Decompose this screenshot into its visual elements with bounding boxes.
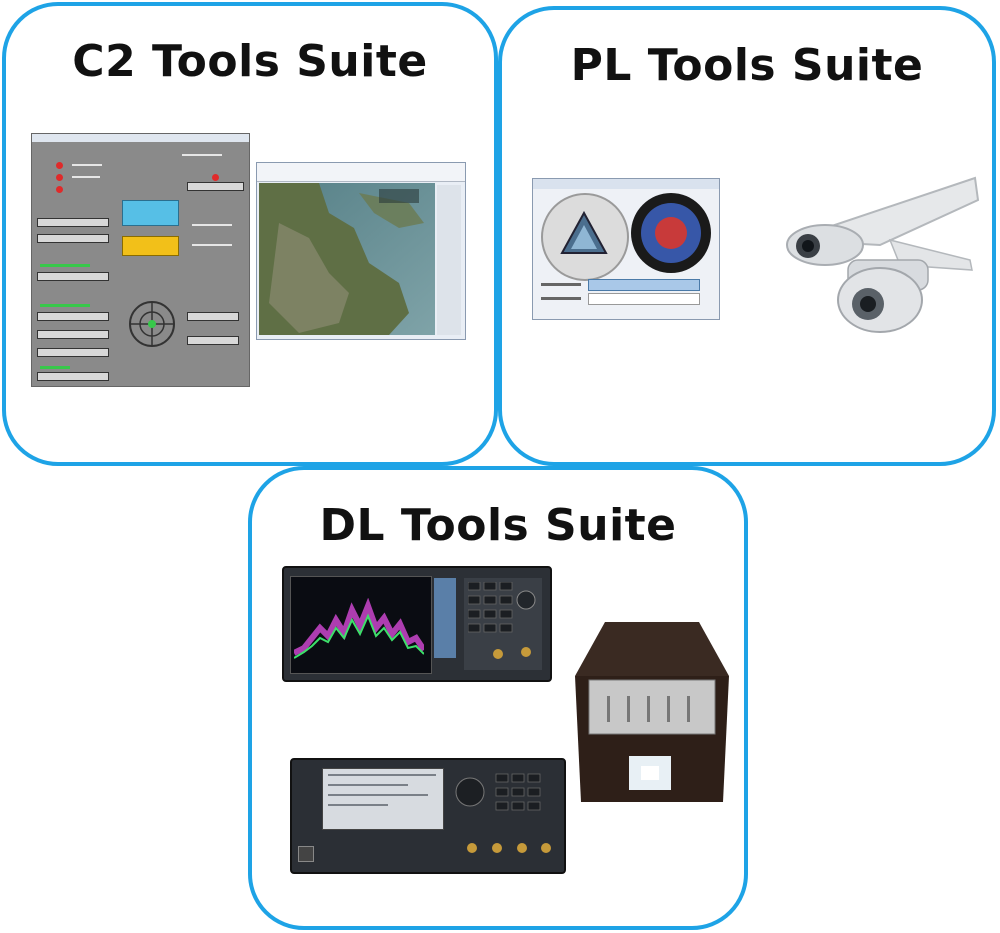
control-panel-screenshot — [31, 133, 250, 387]
c2-tools-panel: C2 Tools Suite — [2, 2, 498, 466]
login-dialog-screenshot — [532, 178, 720, 320]
pl-panel-title: PL Tools Suite — [570, 40, 924, 91]
dl-tools-panel: DL Tools Suite — [248, 466, 748, 930]
satellite-map-screenshot — [256, 162, 466, 340]
triangle-emblem-icon — [560, 210, 608, 254]
spectrum-analyzer-photo — [282, 566, 552, 682]
rf-enclosure-box-photo — [575, 622, 729, 802]
pl-tools-panel: PL Tools Suite — [498, 6, 996, 466]
compass-icon — [129, 301, 175, 347]
c2-panel-title: C2 Tools Suite — [72, 36, 428, 87]
signal-generator-photo — [290, 758, 566, 874]
uav-drone-photo — [786, 176, 980, 333]
dl-panel-title: DL Tools Suite — [319, 500, 677, 551]
